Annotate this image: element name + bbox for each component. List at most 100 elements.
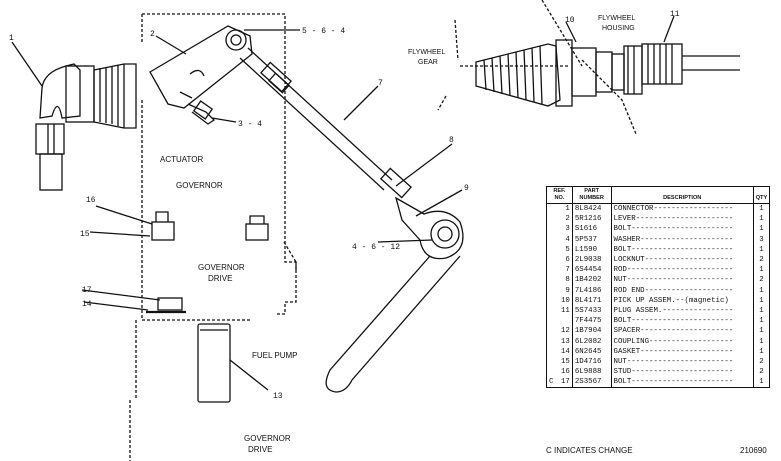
callout-9: 9: [464, 184, 469, 193]
change-flag: [547, 265, 556, 275]
quantity: 2: [759, 368, 764, 377]
ref-number: 13: [555, 336, 573, 347]
quantity: 1: [759, 337, 764, 346]
quantity: 1: [759, 286, 764, 295]
part-description: BOLT-----------------------: [611, 316, 754, 327]
quantity: 1: [759, 306, 764, 315]
part-number: 1D4716: [572, 356, 612, 367]
part-number: 6N2645: [572, 346, 612, 357]
ref-number: 14: [555, 346, 573, 357]
quantity: 2: [759, 276, 764, 285]
quantity: 1: [759, 296, 764, 305]
part-description: BOLT-----------------------: [611, 377, 754, 388]
header-part-number: PART NUMBER: [571, 186, 612, 204]
ref-number: 7: [555, 265, 573, 276]
part-description: STUD-----------------------: [611, 367, 754, 378]
change-flag: [547, 286, 556, 296]
change-note: C INDICATES CHANGE: [546, 446, 633, 455]
callout-13: 13: [273, 392, 283, 401]
connector-elbow: [11, 41, 137, 191]
part-number: 1B4202: [572, 275, 612, 286]
quantity: 2: [759, 256, 764, 265]
rod-end: [377, 143, 464, 260]
change-flag: [547, 255, 556, 265]
part-number: 2L9038: [572, 254, 612, 266]
change-flag: [547, 245, 556, 255]
part-number: 6S4454: [572, 265, 612, 276]
governor-drive-label-2b: DRIVE: [248, 445, 272, 454]
callout-7: 7: [378, 79, 383, 88]
part-number: 7F4475: [572, 316, 612, 327]
part-number: 5R1216: [572, 214, 612, 225]
callout-5: 5 - 6 - 4: [302, 27, 345, 36]
flywheel-gear-label-1: FLYWHEEL: [408, 49, 445, 56]
flywheel-housing-label-2: HOUSING: [602, 25, 635, 32]
change-flag: [547, 235, 556, 245]
quantity: 1: [759, 317, 764, 326]
part-number: 6L9888: [572, 367, 612, 378]
pickup-assembly: [437, 0, 740, 135]
governor-drive-label-1b: DRIVE: [208, 274, 232, 283]
governor-drive-label-2: GOVERNOR: [244, 434, 291, 443]
ref-number: 12: [555, 326, 573, 337]
part-description: LEVER----------------------: [611, 214, 754, 225]
change-flag: [547, 347, 556, 357]
callout-15: 15: [80, 230, 90, 239]
ref-number: 15: [555, 356, 573, 367]
quantity: 1: [759, 347, 764, 356]
change-flag: [547, 367, 556, 377]
lever-arm: [325, 255, 461, 393]
change-flag: [547, 326, 556, 336]
callout-11: 11: [670, 10, 680, 19]
callout-3: 3 - 4: [238, 120, 262, 129]
rod: [239, 47, 413, 199]
header-qty: QTY: [752, 186, 771, 204]
change-flag: [547, 296, 556, 306]
part-number: 8L4171: [572, 295, 612, 306]
ref-number: [555, 316, 573, 327]
callout-1: 1: [9, 34, 14, 43]
governor-drive-label-1: GOVERNOR: [198, 263, 245, 272]
ref-number: 4: [555, 234, 573, 245]
parts-table-header: REF. NO. PART NUMBER DESCRIPTION QTY: [546, 186, 771, 204]
part-number: 2S3567: [572, 377, 612, 388]
part-number: 5S7433: [572, 305, 612, 317]
governor-studs: [81, 205, 269, 314]
governor-label: GOVERNOR: [176, 181, 223, 190]
part-description: LOCKNUT--------------------: [611, 254, 754, 266]
callout-4-6-12: 4 - 6 - 12: [352, 243, 400, 252]
part-number: 8L8424: [572, 203, 612, 215]
ref-number: 11: [555, 305, 573, 317]
ref-number: 1: [555, 203, 573, 215]
ref-number: 8: [555, 275, 573, 286]
fuel-pump-label: FUEL PUMP: [252, 351, 298, 360]
part-description: PLUG ASSEM.----------------: [611, 305, 754, 317]
flywheel-gear-label-2: GEAR: [418, 59, 438, 66]
part-number: 5P537: [572, 234, 612, 245]
flywheel-housing-label-1: FLYWHEEL: [598, 15, 635, 22]
change-flag: [547, 275, 556, 285]
callout-2: 2: [150, 30, 155, 39]
change-flag: [547, 214, 556, 224]
callout-17: 17: [82, 286, 92, 295]
ref-number: 5: [555, 244, 573, 255]
quantity: 1: [759, 378, 764, 387]
part-description: WASHER---------------------: [611, 234, 754, 245]
part-description: ROD------------------------: [611, 265, 754, 276]
change-flag: [547, 306, 556, 316]
callout-10: 10: [565, 16, 575, 25]
